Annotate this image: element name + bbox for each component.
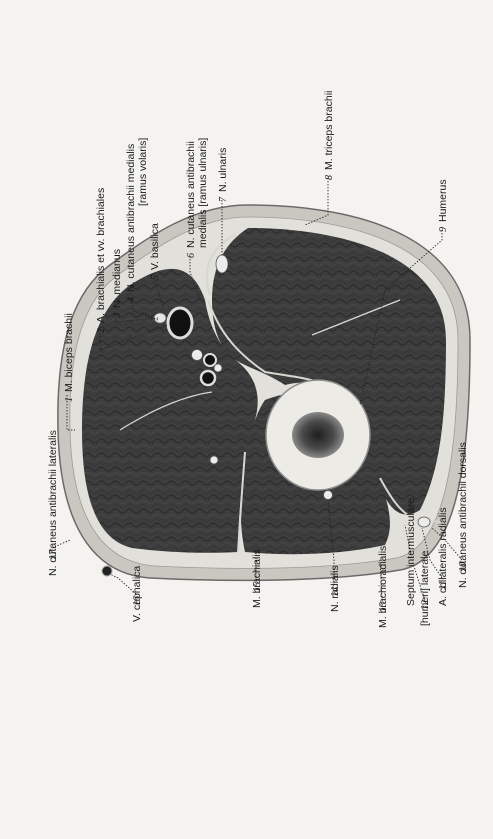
svg-text:M. brachialis: M. brachialis [251,549,263,608]
svg-text:A. brachialis et vv. brachiale: A. brachialis et vv. brachiales [95,188,107,323]
svg-text:6: 6 [186,253,197,258]
svg-text:M. biceps brachii: M. biceps brachii [63,313,75,392]
svg-text:M. brachioradialis: M. brachioradialis [377,546,389,628]
svg-text:N. cutaneus antibrachii medial: N. cutaneus antibrachii medialis [125,144,137,292]
svg-text:N. cutaneus antibrachii: N. cutaneus antibrachii [185,141,197,248]
svg-text:A. collateralis radialis: A. collateralis radialis [437,507,449,606]
svg-text:9: 9 [438,227,449,232]
svg-text:Septum intermusculare: Septum intermusculare [405,498,417,606]
svg-text:M. triceps brachii: M. triceps brachii [323,91,335,170]
svg-text:medialis [ramus ulnaris]: medialis [ramus ulnaris] [197,138,209,248]
svg-text:8: 8 [324,175,335,180]
svg-text:N. ulnaris: N. ulnaris [217,148,229,192]
svg-text:4: 4 [126,297,137,302]
svg-text:V. basilica: V. basilica [149,223,161,270]
svg-text:[ramus volaris]: [ramus volaris] [137,138,149,206]
label-brachialis: 15 M. brachialis [251,549,263,608]
svg-text:3: 3 [112,313,123,319]
svg-text:N. radialis: N. radialis [329,565,341,612]
svg-text:N. cutaneus antibrachii dorsal: N. cutaneus antibrachii dorsalis [457,442,469,588]
svg-text:7: 7 [218,196,229,202]
svg-text:5: 5 [150,275,161,280]
label-triceps: 8 M. triceps brachii [305,91,335,225]
svg-text:N. cutaneus antibrachii latera: N. cutaneus antibrachii lateralis [47,430,59,576]
svg-text:N. medianus: N. medianus [111,249,123,308]
svg-text:V. cephalica: V. cephalica [131,566,143,622]
svg-text:1: 1 [64,397,75,402]
svg-text:Humerus: Humerus [437,179,449,222]
svg-text:2: 2 [96,328,107,333]
humerus-marrow [292,412,344,458]
label-brachioradialis: 13 M. brachioradialis [377,546,389,628]
